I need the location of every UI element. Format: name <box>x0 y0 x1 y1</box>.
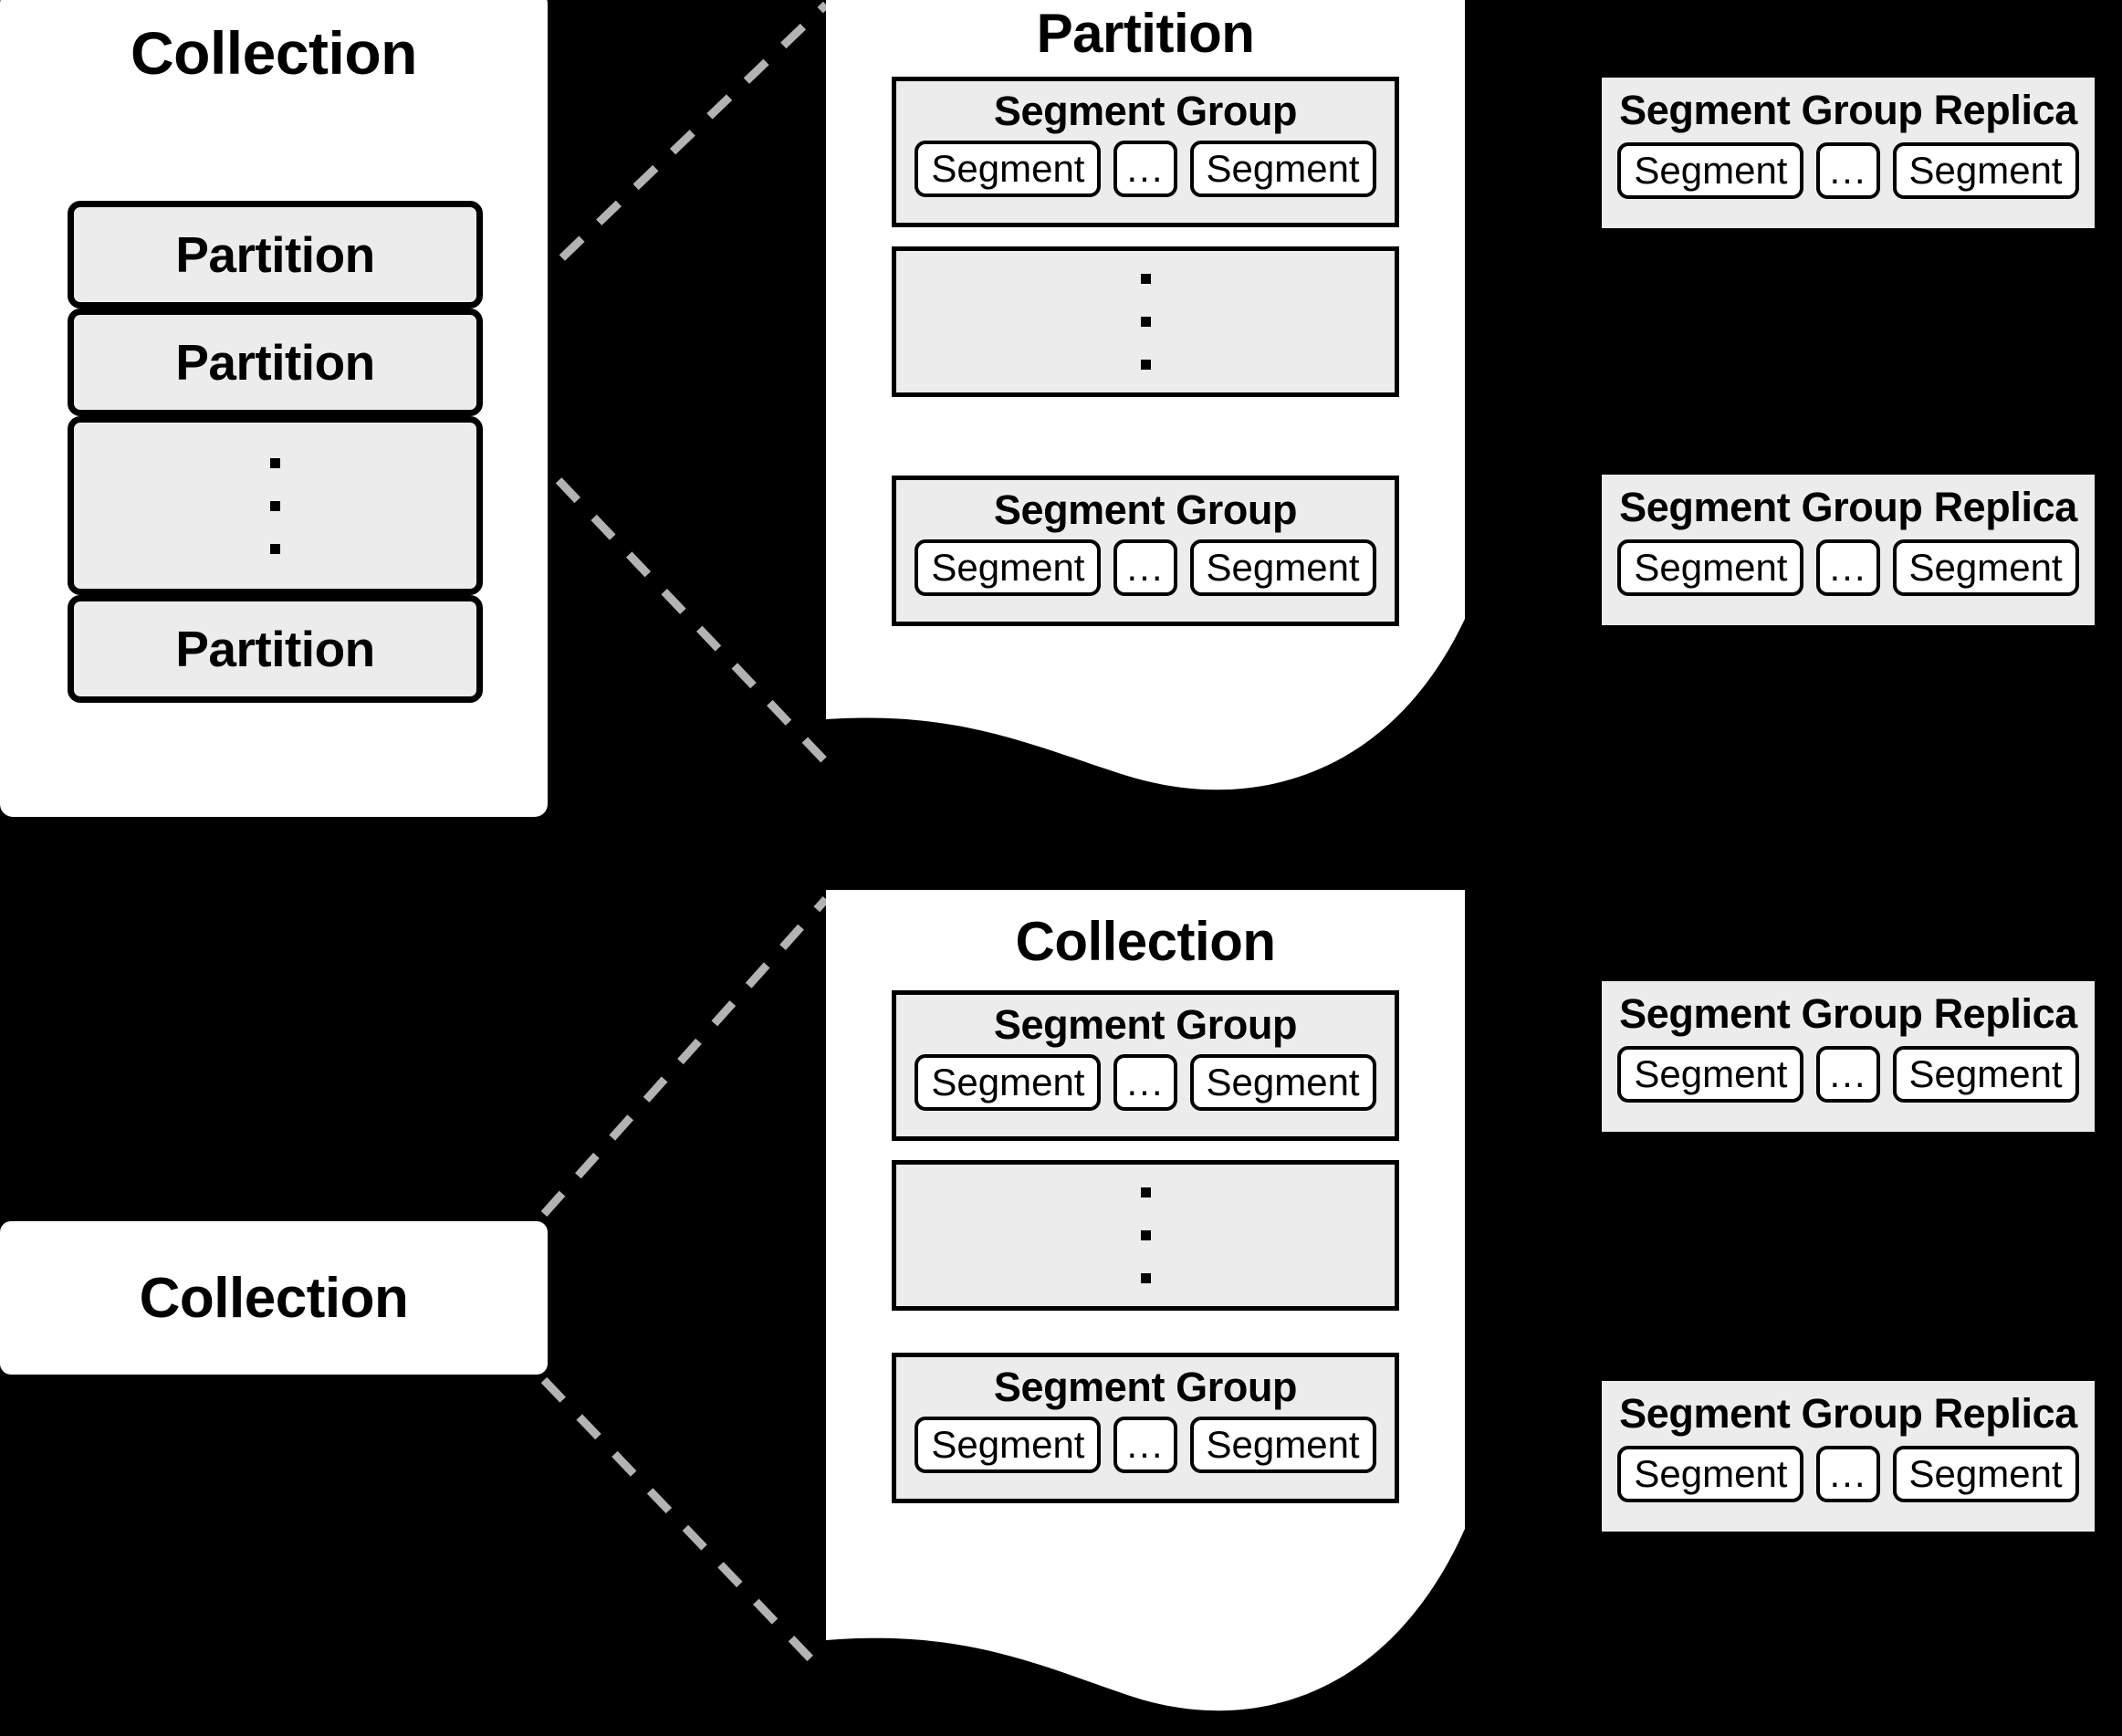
segment-row: Segment ... Segment <box>1617 142 2079 199</box>
segment-row: Segment ... Segment <box>896 1417 1395 1474</box>
segment-box[interactable]: Segment <box>1617 1446 1804 1502</box>
segment-box[interactable]: Segment <box>1617 142 1804 199</box>
segment-group-ellipsis <box>892 1160 1399 1311</box>
segment-group-title: Segment Group <box>993 1001 1298 1048</box>
segment-row: Segment ... Segment <box>1617 539 2079 596</box>
segment-ellipsis: ... <box>1816 1046 1880 1103</box>
segment-ellipsis: ... <box>1816 1446 1880 1502</box>
segment-box[interactable]: Segment <box>1189 1417 1376 1474</box>
segment-box[interactable]: Segment <box>1892 539 2079 596</box>
segment-group-ellipsis <box>892 246 1399 397</box>
segment-box[interactable]: Segment <box>915 1417 1102 1474</box>
top-collection-card[interactable]: Collection Partition Partition Partition <box>0 0 548 817</box>
top-partition-content: Partition Segment Group Segment ... Segm… <box>826 0 1465 815</box>
segment-ellipsis: ... <box>1113 539 1177 597</box>
segment-row: Segment ... Segment <box>896 1054 1395 1112</box>
bottom-collection-content: Collection Segment Group Segment ... Seg… <box>826 890 1465 1736</box>
vertical-ellipsis-icon <box>1140 274 1151 370</box>
segment-box[interactable]: Segment <box>915 141 1102 198</box>
partition-label: Partition <box>175 621 375 677</box>
segment-group[interactable]: Segment Group Segment ... Segment <box>892 990 1399 1141</box>
segment-row: Segment ... Segment <box>896 141 1395 198</box>
segment-group-replica-title: Segment Group Replica <box>1619 484 2077 530</box>
segment-box[interactable]: Segment <box>1892 1046 2079 1103</box>
partition-row[interactable]: Partition <box>68 595 483 703</box>
segment-group[interactable]: Segment Group Segment ... Segment <box>892 1353 1399 1503</box>
segment-group-replica[interactable]: Segment Group Replica Segment ... Segmen… <box>1602 78 2095 228</box>
segment-ellipsis: ... <box>1816 142 1880 199</box>
partition-row-ellipsis <box>68 416 483 595</box>
connector-bottom-upper <box>540 895 830 1218</box>
segment-group-replica[interactable]: Segment Group Replica Segment ... Segmen… <box>1602 981 2095 1132</box>
partition-row[interactable]: Partition <box>68 201 483 309</box>
top-partition-title: Partition <box>1036 3 1255 64</box>
segment-box[interactable]: Segment <box>915 539 1102 597</box>
segment-group-title: Segment Group <box>993 1364 1298 1410</box>
segment-group-replica[interactable]: Segment Group Replica Segment ... Segmen… <box>1602 1381 2095 1532</box>
partition-label: Partition <box>175 226 375 283</box>
segment-row: Segment ... Segment <box>896 539 1395 597</box>
bottom-collection-panel[interactable]: Collection Segment Group Segment ... Seg… <box>826 890 1465 1736</box>
segment-box[interactable]: Segment <box>1892 142 2079 199</box>
partition-row[interactable]: Partition <box>68 309 483 416</box>
partition-label: Partition <box>175 334 375 391</box>
segment-box[interactable]: Segment <box>1189 1054 1376 1112</box>
segment-ellipsis: ... <box>1113 1417 1177 1474</box>
segment-group-title: Segment Group <box>993 486 1298 533</box>
segment-row: Segment ... Segment <box>1617 1046 2079 1103</box>
bottom-panel-title: Collection <box>1015 911 1276 972</box>
segment-ellipsis: ... <box>1113 1054 1177 1112</box>
segment-box[interactable]: Segment <box>1892 1446 2079 1502</box>
segment-box[interactable]: Segment <box>1617 539 1804 596</box>
segment-ellipsis: ... <box>1113 141 1177 198</box>
segment-box[interactable]: Segment <box>1189 539 1376 597</box>
vertical-ellipsis-icon <box>1140 1187 1151 1283</box>
segment-row: Segment ... Segment <box>1617 1446 2079 1502</box>
segment-box[interactable]: Segment <box>1617 1046 1804 1103</box>
bottom-collection-card[interactable]: Collection <box>0 1221 548 1375</box>
segment-box[interactable]: Segment <box>1189 141 1376 198</box>
segment-group[interactable]: Segment Group Segment ... Segment <box>892 77 1399 227</box>
bottom-collection-title: Collection <box>139 1266 409 1330</box>
segment-group-replica-title: Segment Group Replica <box>1619 1390 2077 1437</box>
segment-box[interactable]: Segment <box>915 1054 1102 1112</box>
segment-group[interactable]: Segment Group Segment ... Segment <box>892 476 1399 626</box>
segment-group-title: Segment Group <box>993 88 1298 134</box>
segment-group-replica-title: Segment Group Replica <box>1619 87 2077 133</box>
segment-group-replica-title: Segment Group Replica <box>1619 990 2077 1037</box>
segment-ellipsis: ... <box>1816 539 1880 596</box>
vertical-ellipsis-icon <box>270 457 280 554</box>
segment-group-replica[interactable]: Segment Group Replica Segment ... Segmen… <box>1602 475 2095 625</box>
top-partition-panel[interactable]: Partition Segment Group Segment ... Segm… <box>826 0 1465 815</box>
connector-bottom-lower <box>540 1376 830 1678</box>
top-collection-title: Collection <box>130 19 418 87</box>
